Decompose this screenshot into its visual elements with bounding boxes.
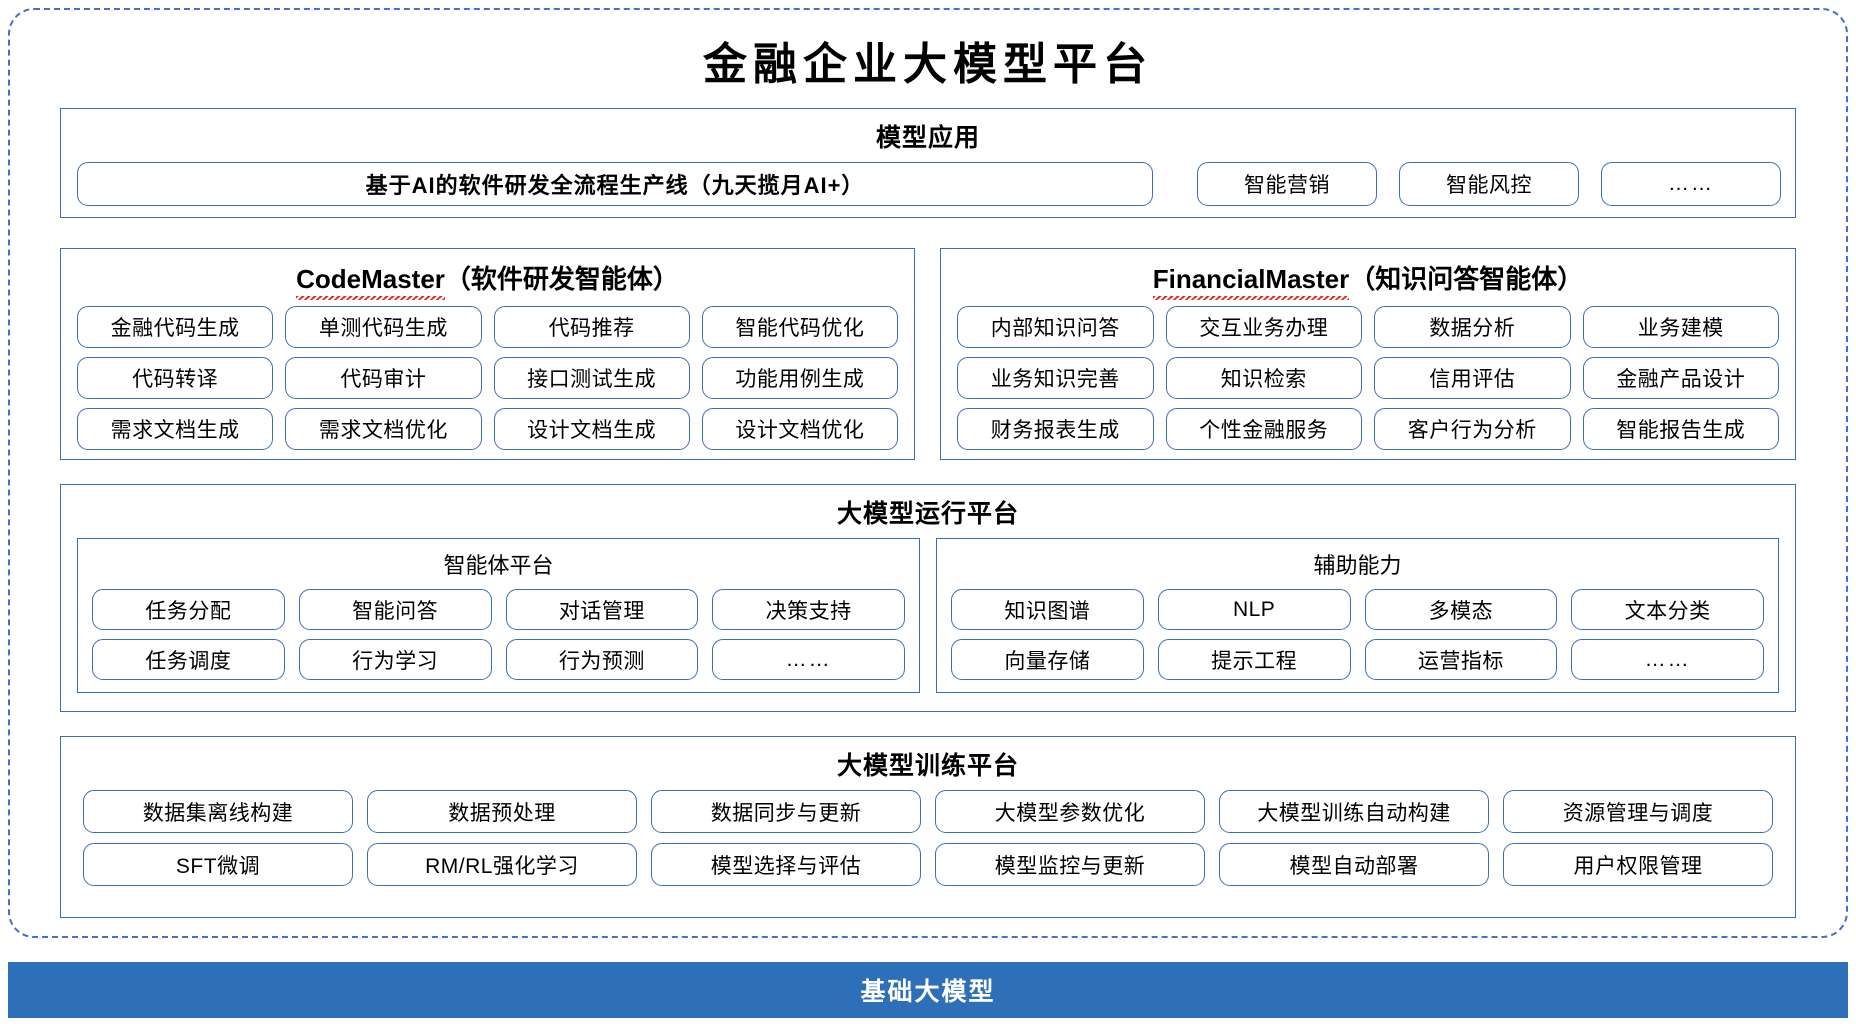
train-platform-band: 大模型训练平台 数据集离线构建 数据预处理 数据同步与更新 大模型参数优化 大模…	[60, 736, 1796, 918]
financialmaster-chip-7[interactable]: 金融产品设计	[1582, 357, 1779, 399]
auxiliary-chip-3[interactable]: 文本分类	[1571, 589, 1764, 630]
train-chip-8[interactable]: 模型选择与评估	[651, 843, 921, 886]
codemaster-chip-3[interactable]: 智能代码优化	[701, 306, 898, 348]
codemaster-chip-7[interactable]: 功能用例生成	[701, 357, 898, 399]
codemaster-chip-4[interactable]: 代码转译	[77, 357, 274, 399]
run-platform-title: 大模型运行平台	[836, 500, 1019, 528]
app-chip-2[interactable]: ……	[1601, 162, 1781, 206]
auxiliary-capability-box: 辅助能力 知识图谱 NLP 多模态 文本分类 向量存储 提示工程 运营指标 ……	[936, 538, 1779, 693]
financialmaster-chip-3[interactable]: 业务建模	[1582, 306, 1779, 348]
codemaster-items: 金融代码生成 单测代码生成 代码推荐 智能代码优化 代码转译 代码审计 接口测试…	[61, 306, 914, 450]
financialmaster-name: FinancialMaster	[1152, 264, 1350, 300]
app-chip-0[interactable]: 智能营销	[1197, 162, 1377, 206]
train-chip-1[interactable]: 数据预处理	[367, 790, 637, 833]
financialmaster-chip-0[interactable]: 内部知识问答	[957, 306, 1154, 348]
run-platform-band: 大模型运行平台 智能体平台 任务分配 智能问答 对话管理 决策支持 任务调度 行…	[60, 484, 1796, 712]
codemaster-chip-1[interactable]: 单测代码生成	[285, 306, 482, 348]
agent-platform-title: 智能体平台	[443, 553, 554, 578]
codemaster-chip-2[interactable]: 代码推荐	[493, 306, 690, 348]
train-chip-4[interactable]: 大模型训练自动构建	[1219, 790, 1489, 833]
financialmaster-chip-8[interactable]: 财务报表生成	[957, 408, 1154, 450]
financialmaster-chip-2[interactable]: 数据分析	[1374, 306, 1571, 348]
codemaster-chip-10[interactable]: 设计文档生成	[493, 408, 690, 450]
financialmaster-chip-11[interactable]: 智能报告生成	[1582, 408, 1779, 450]
agent-platform-chip-3[interactable]: 决策支持	[712, 589, 905, 630]
financialmaster-band: FinancialMaster（知识问答智能体） 内部知识问答 交互业务办理 数…	[940, 248, 1796, 460]
train-platform-title: 大模型训练平台	[836, 752, 1019, 780]
train-chip-7[interactable]: RM/RL强化学习	[367, 843, 637, 886]
model-application-title: 模型应用	[875, 124, 980, 152]
financialmaster-title: FinancialMaster（知识问答智能体）	[941, 259, 1795, 300]
financialmaster-suffix: （知识问答智能体）	[1349, 264, 1584, 294]
auxiliary-chip-2[interactable]: 多模态	[1364, 589, 1558, 630]
train-chip-11[interactable]: 用户权限管理	[1503, 843, 1773, 886]
financialmaster-chip-1[interactable]: 交互业务办理	[1165, 306, 1362, 348]
agent-platform-chip-6[interactable]: 行为预测	[505, 639, 699, 680]
train-chip-6[interactable]: SFT微调	[83, 843, 353, 886]
agent-platform-chip-0[interactable]: 任务分配	[92, 589, 285, 630]
train-platform-items: 数据集离线构建 数据预处理 数据同步与更新 大模型参数优化 大模型训练自动构建 …	[61, 790, 1795, 886]
agent-platform-chip-4[interactable]: 任务调度	[92, 639, 285, 680]
codemaster-chip-8[interactable]: 需求文档生成	[77, 408, 274, 450]
codemaster-title: CodeMaster（软件研发智能体）	[61, 259, 914, 300]
app-chip-1[interactable]: 智能风控	[1399, 162, 1579, 206]
agent-platform-chip-7[interactable]: ……	[712, 639, 905, 680]
auxiliary-chip-6[interactable]: 运营指标	[1364, 639, 1558, 680]
train-chip-3[interactable]: 大模型参数优化	[935, 790, 1205, 833]
auxiliary-chip-7[interactable]: ……	[1571, 639, 1764, 680]
train-chip-10[interactable]: 模型自动部署	[1219, 843, 1489, 886]
auxiliary-chip-1[interactable]: NLP	[1157, 589, 1351, 630]
codemaster-chip-0[interactable]: 金融代码生成	[77, 306, 274, 348]
financialmaster-chip-4[interactable]: 业务知识完善	[957, 357, 1154, 399]
financialmaster-items: 内部知识问答 交互业务办理 数据分析 业务建模 业务知识完善 知识检索 信用评估…	[941, 306, 1795, 450]
model-application-band: 模型应用 基于AI的软件研发全流程生产线（九天揽月AI+） 智能营销 智能风控 …	[60, 108, 1796, 218]
base-model-bar: 基础大模型	[8, 962, 1848, 1018]
codemaster-band: CodeMaster（软件研发智能体） 金融代码生成 单测代码生成 代码推荐 智…	[60, 248, 915, 460]
codemaster-chip-5[interactable]: 代码审计	[285, 357, 482, 399]
auxiliary-chip-0[interactable]: 知识图谱	[951, 589, 1144, 630]
agent-platform-items: 任务分配 智能问答 对话管理 决策支持 任务调度 行为学习 行为预测 ……	[78, 589, 919, 680]
financialmaster-chip-10[interactable]: 客户行为分析	[1374, 408, 1571, 450]
auxiliary-capability-items: 知识图谱 NLP 多模态 文本分类 向量存储 提示工程 运营指标 ……	[937, 589, 1778, 680]
model-application-items: 基于AI的软件研发全流程生产线（九天揽月AI+） 智能营销 智能风控 ……	[61, 162, 1795, 206]
run-platform-groups: 智能体平台 任务分配 智能问答 对话管理 决策支持 任务调度 行为学习 行为预测…	[61, 538, 1795, 707]
agent-platform-chip-5[interactable]: 行为学习	[298, 639, 492, 680]
agent-platform-box: 智能体平台 任务分配 智能问答 对话管理 决策支持 任务调度 行为学习 行为预测…	[77, 538, 920, 693]
financialmaster-chip-6[interactable]: 信用评估	[1374, 357, 1571, 399]
train-chip-2[interactable]: 数据同步与更新	[651, 790, 921, 833]
codemaster-suffix: （软件研发智能体）	[444, 264, 679, 294]
codemaster-chip-9[interactable]: 需求文档优化	[285, 408, 482, 450]
auxiliary-chip-4[interactable]: 向量存储	[951, 639, 1144, 680]
agent-platform-chip-1[interactable]: 智能问答	[298, 589, 492, 630]
auxiliary-chip-5[interactable]: 提示工程	[1157, 639, 1351, 680]
financialmaster-chip-5[interactable]: 知识检索	[1165, 357, 1362, 399]
codemaster-chip-6[interactable]: 接口测试生成	[493, 357, 690, 399]
agent-platform-chip-2[interactable]: 对话管理	[505, 589, 699, 630]
train-chip-5[interactable]: 资源管理与调度	[1503, 790, 1773, 833]
codemaster-name: CodeMaster	[296, 264, 445, 300]
codemaster-chip-11[interactable]: 设计文档优化	[701, 408, 898, 450]
base-model-label: 基础大模型	[860, 978, 996, 1006]
page-title: 金融企业大模型平台	[703, 39, 1153, 90]
train-chip-0[interactable]: 数据集离线构建	[83, 790, 353, 833]
auxiliary-capability-title: 辅助能力	[1313, 553, 1402, 578]
financialmaster-chip-9[interactable]: 个性金融服务	[1165, 408, 1362, 450]
app-primary-chip[interactable]: 基于AI的软件研发全流程生产线（九天揽月AI+）	[77, 162, 1153, 206]
train-chip-9[interactable]: 模型监控与更新	[935, 843, 1205, 886]
